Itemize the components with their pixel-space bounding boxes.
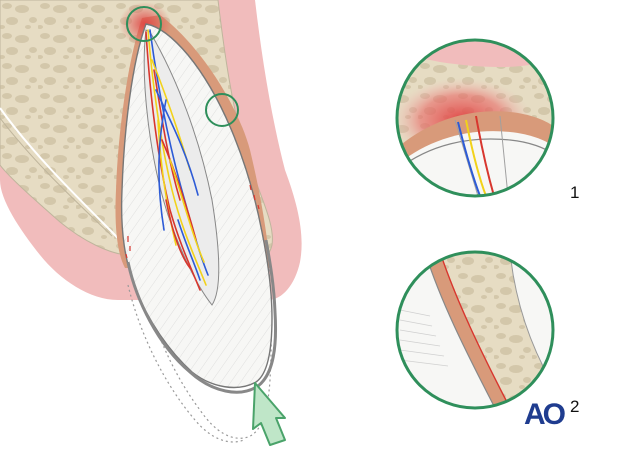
detail-apex	[395, 38, 555, 198]
up-arrow-icon	[252, 382, 286, 446]
pulp-nerves-vessels	[145, 29, 209, 291]
original-tooth-outline	[139, 259, 272, 439]
pulp-chamber	[143, 29, 220, 306]
detail-label-1: 1	[570, 183, 580, 202]
detail-pdl	[395, 250, 555, 410]
pdl-detail-marker	[205, 93, 239, 127]
tooth-section-illustration	[0, 0, 302, 446]
ao-logo: AO	[524, 398, 566, 431]
apex-detail-marker	[126, 6, 162, 42]
detail-label-2: 2	[570, 397, 580, 416]
